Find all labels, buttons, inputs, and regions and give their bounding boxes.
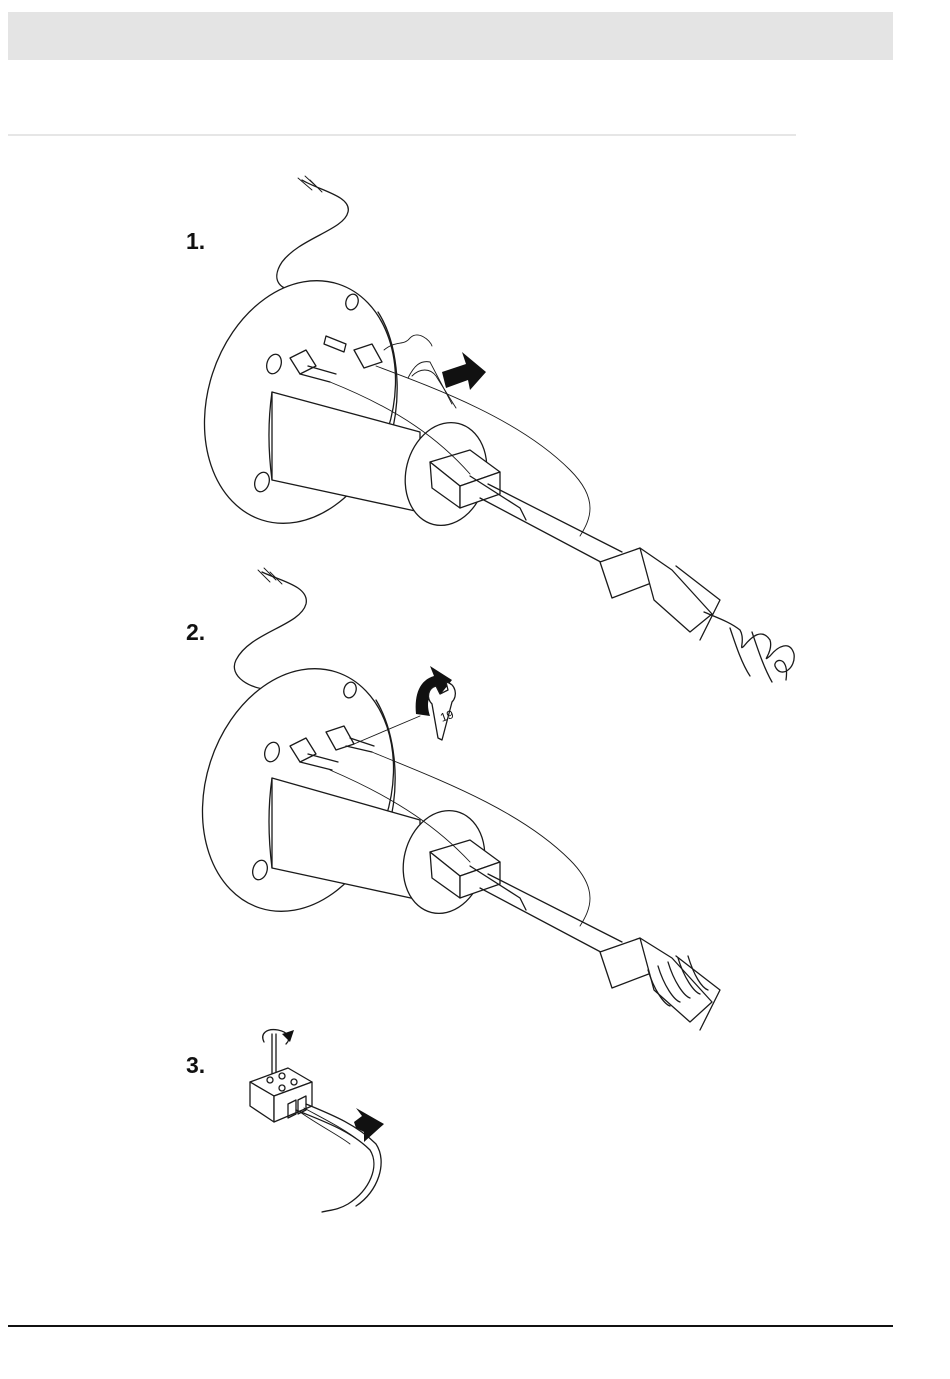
- illustration-step-2: 19: [190, 560, 750, 1050]
- illustration-step-3: [240, 1020, 400, 1220]
- push-arrow-icon: [354, 1108, 384, 1142]
- header-divider: [8, 134, 796, 136]
- step-3-number: 3.: [186, 1052, 205, 1079]
- header-bar: [8, 12, 893, 60]
- push-arrow-icon: [442, 352, 486, 390]
- footer-divider: [8, 1325, 893, 1327]
